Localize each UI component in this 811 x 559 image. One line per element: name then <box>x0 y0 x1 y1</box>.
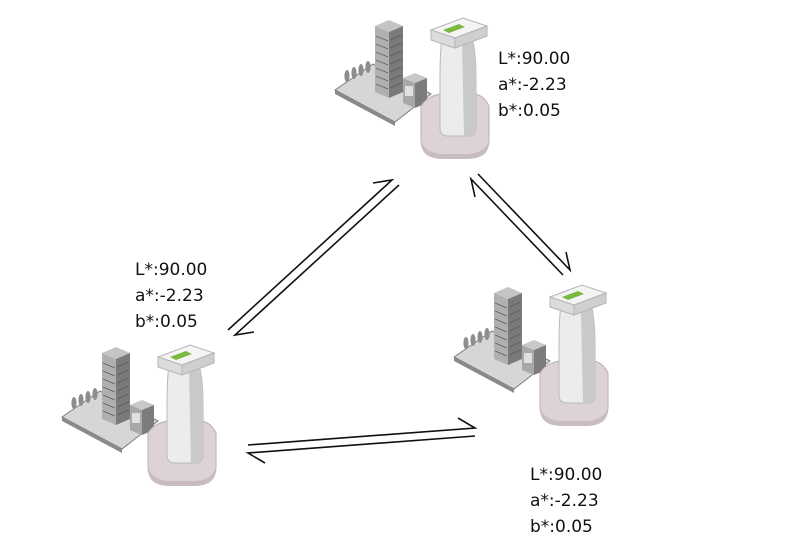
double-arrow-icon <box>245 417 478 464</box>
l-star-value: L*:90.00 <box>135 260 208 280</box>
readout-right: L*:90.00 a*:-2.23 b*:0.05 <box>530 462 602 540</box>
readout-left: L*:90.00 a*:-2.23 b*:0.05 <box>135 257 207 335</box>
colorimeter-station-icon <box>453 284 609 427</box>
colorimeter-station-icon <box>334 17 490 160</box>
colorimeter-station-left <box>61 344 217 487</box>
readout-top: L*:90.00 a*:-2.23 b*:0.05 <box>498 46 570 124</box>
b-star-value: b*:0.05 <box>530 517 593 537</box>
double-arrow-icon <box>227 178 400 337</box>
double-arrow-icon <box>469 173 572 276</box>
l-star-value: L*:90.00 <box>530 465 603 485</box>
l-star-value: L*:90.00 <box>498 49 571 69</box>
b-star-value: b*:0.05 <box>498 101 561 121</box>
a-star-value: a*:-2.23 <box>530 491 599 511</box>
a-star-value: a*:-2.23 <box>498 75 567 95</box>
colorimeter-station-right <box>453 284 609 427</box>
colorimeter-station-icon <box>61 344 217 487</box>
colorimeter-station-top <box>334 17 490 160</box>
b-star-value: b*:0.05 <box>135 312 198 332</box>
a-star-value: a*:-2.23 <box>135 286 204 306</box>
